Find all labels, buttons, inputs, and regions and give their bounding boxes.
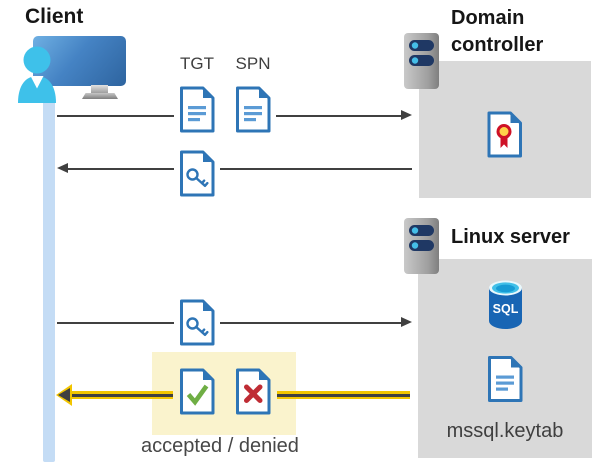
client-monitor-stand	[91, 85, 108, 94]
domain-controller-title: Domain controller	[451, 7, 544, 56]
request-arrow-linux-line	[220, 322, 401, 324]
response-arrow-dc-head	[57, 163, 68, 173]
linux-server-title: Linux server	[451, 226, 570, 248]
sql-database-icon: SQL	[489, 280, 522, 329]
result-highlight-box	[152, 352, 296, 435]
denied-document-icon	[236, 368, 271, 415]
response-arrow-dc-line	[220, 168, 412, 170]
keytab-label: mssql.keytab	[446, 420, 564, 442]
spn-label: SPN	[235, 54, 271, 73]
certificate-document-icon	[487, 111, 522, 158]
request-arrow-dc-line	[276, 115, 401, 117]
request-arrow-linux-head	[401, 317, 412, 327]
request-arrow-linux-line	[57, 322, 174, 324]
client-monitor-base	[82, 93, 118, 99]
client-lifeline	[43, 93, 55, 462]
domain-controller-server-icon	[404, 33, 439, 89]
result-label: accepted / denied	[141, 435, 299, 457]
request-arrow-dc-head	[401, 110, 412, 120]
key-ticket-document-icon	[180, 150, 215, 197]
client-user-icon	[18, 46, 56, 103]
accepted-document-icon	[180, 368, 215, 415]
request-arrow-dc-line	[57, 115, 174, 117]
response-arrow-dc-line	[68, 168, 174, 170]
client-label: Client	[25, 5, 84, 28]
sql-badge-text: SQL	[493, 302, 519, 316]
result-arrow-line	[68, 393, 173, 397]
linux-server-icon	[404, 218, 439, 274]
tgt-document-icon	[180, 86, 215, 133]
keytab-document-icon	[488, 356, 523, 402]
result-arrow-head	[58, 387, 70, 402]
key-ticket-document-icon	[180, 299, 215, 346]
tgt-label: TGT	[180, 54, 214, 73]
spn-document-icon	[236, 86, 271, 133]
result-arrow-line	[277, 393, 410, 397]
